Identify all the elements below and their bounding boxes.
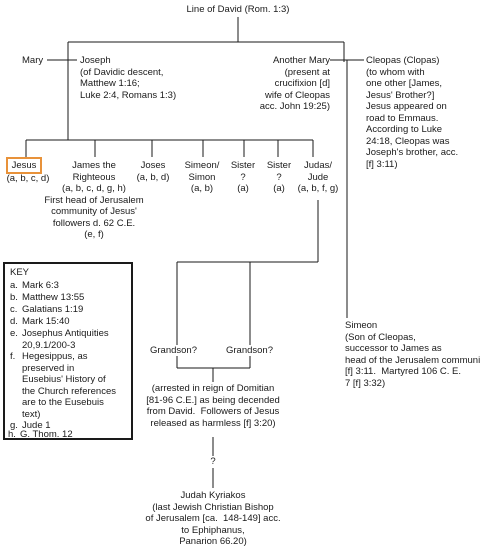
jesus-highlight-box (6, 157, 42, 174)
person-grandson-1: Grandson? (150, 345, 198, 356)
key-letter: b. (10, 292, 18, 303)
key-text: Hegesippus, as preserved in Eusebius' Hi… (22, 351, 116, 420)
person-joseph: Joseph (of Davidic descent, Matthew 1:16… (80, 55, 177, 101)
key-letter: e. (10, 328, 18, 339)
arrest-note: (arrested in reign of Domitian [81-96 C.… (146, 383, 280, 429)
person-sister-1: Sister ? (a) (230, 160, 256, 194)
key-letter: a. (10, 280, 18, 291)
key-item-g: g. Jude 1 (10, 420, 51, 432)
person-another-mary: Another Mary (present at crucifixion [d]… (259, 55, 330, 112)
key-text: G. Thom. 12 (20, 429, 73, 440)
key-item-e: e. Josephus Antiquities 20,9.1/200-3 (10, 328, 109, 351)
title-line-of-david: Line of David (Rom. 1:3) (186, 4, 290, 15)
person-james: James the Righteous (a, b, c, d, g, h) F… (44, 160, 144, 240)
key-letter: g. (10, 420, 18, 431)
key-item-h: h. G. Thom. 12 (8, 429, 73, 441)
key-text: Mark 15:40 (22, 316, 70, 327)
key-item-b: b. Matthew 13:55 (10, 292, 84, 304)
key-letter: f. (10, 351, 16, 362)
person-judas: Judas/ Jude (a, b, f, g) (297, 160, 339, 194)
person-mary: Mary (22, 55, 44, 66)
person-cleopas: Cleopas (Clopas) (to whom with one other… (366, 55, 459, 170)
question-mark: ? (210, 456, 216, 467)
key-text: Jude 1 (22, 420, 51, 431)
person-simeon: Simeon/ Simon (a, b) (184, 160, 220, 194)
key-text: Galatians 1:19 (22, 304, 84, 315)
key-item-f: f. Hegesippus, as preserved in Eusebius' … (10, 351, 116, 420)
key-letter: h. (8, 429, 16, 440)
key-text: Mark 6:3 (22, 280, 59, 291)
key-text: Josephus Antiquities 20,9.1/200-3 (22, 328, 109, 351)
key-item-a: a. Mark 6:3 (10, 280, 59, 292)
person-grandson-2: Grandson? (226, 345, 274, 356)
key-text: Matthew 13:55 (22, 292, 85, 303)
key-item-d: d. Mark 15:40 (10, 316, 70, 328)
jesus-references: (a, b, c, d) (6, 173, 50, 184)
judah-text: Judah Kyriakos (last Jewish Christian Bi… (145, 490, 281, 547)
person-judah-kyriakos: Judah Kyriakos (last Jewish Christian Bi… (137, 490, 289, 548)
person-sister-2: Sister ? (a) (266, 160, 292, 194)
key-letter: c. (10, 304, 18, 315)
key-legend: KEY a. Mark 6:3 b. Matthew 13:55 c. Galatia… (3, 262, 133, 440)
key-letter: d. (10, 316, 18, 327)
person-joses: Joses (a, b, d) (136, 160, 170, 183)
key-title: KEY (10, 267, 30, 278)
person-simeon-son-of-cleopas: Simeon (Son of Cleopas, successor to Jam… (345, 320, 480, 389)
person-jesus: Jesus (11, 160, 37, 171)
key-item-c: c. Galatians 1:19 (10, 304, 83, 316)
